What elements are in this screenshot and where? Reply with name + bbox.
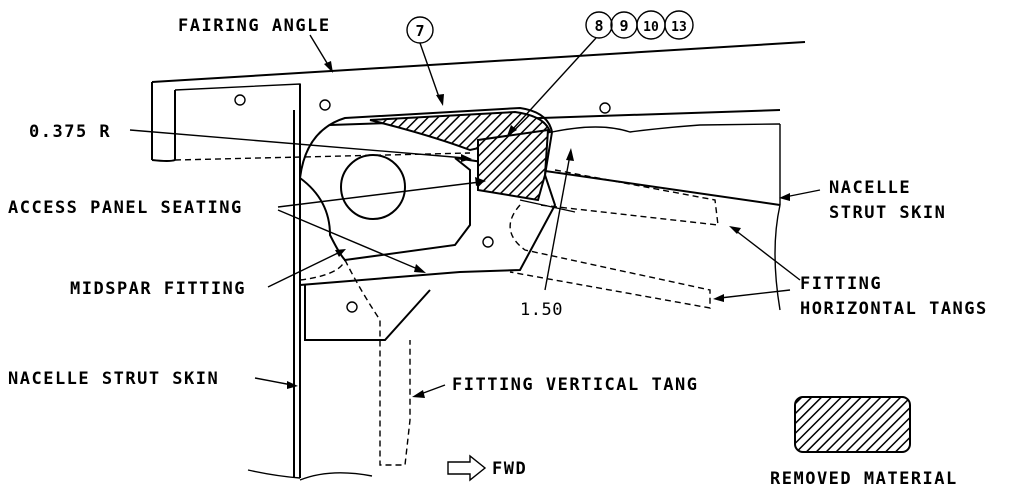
callout-7: 7 (415, 22, 424, 40)
legend-hatch-swatch (794, 396, 911, 453)
callout-13: 13 (671, 20, 687, 35)
label-removed-material: REMOVED MATERIAL (770, 469, 958, 489)
midspar-fitting-part (234, 94, 611, 341)
label-fwd: FWD (492, 459, 527, 479)
removed-material-areas (369, 110, 911, 453)
label-horizontal-tangs: HORIZONTAL TANGS (800, 299, 988, 319)
label-nacelle-strut-skin-left: NACELLE STRUT SKIN (8, 369, 219, 389)
fastener-hole (346, 301, 358, 313)
callout-10: 10 (643, 20, 659, 35)
label-radius: 0.375 R (29, 122, 111, 142)
label-strut-skin: STRUT SKIN (829, 203, 946, 223)
label-fitting-vertical-tang: FITTING VERTICAL TANG (452, 375, 698, 395)
fitting-tangs-hidden (299, 169, 719, 466)
label-fairing-angle: FAIRING ANGLE (178, 16, 331, 36)
callout-group: 7 8 9 10 13 (406, 10, 694, 44)
callout-8: 8 (594, 17, 603, 35)
label-access-panel-seating: ACCESS PANEL SEATING (8, 198, 243, 218)
midspar-bore-hole (340, 154, 406, 220)
callout-circle-8 (585, 11, 613, 39)
label-dimension: 1.50 (520, 300, 563, 320)
label-nacelle: NACELLE (829, 178, 911, 198)
leader-lines (129, 34, 821, 398)
fastener-hole (234, 94, 246, 106)
fastener-hole (482, 236, 494, 248)
callout-9: 9 (619, 17, 628, 35)
callout-circle-13 (664, 10, 694, 40)
fastener-hole (319, 99, 331, 111)
label-fitting: FITTING (800, 274, 882, 294)
fwd-arrow (447, 454, 487, 482)
left-strut-skin-part (247, 84, 373, 481)
label-midspar-fitting: MIDSPAR FITTING (70, 279, 246, 299)
fastener-hole (599, 102, 611, 114)
